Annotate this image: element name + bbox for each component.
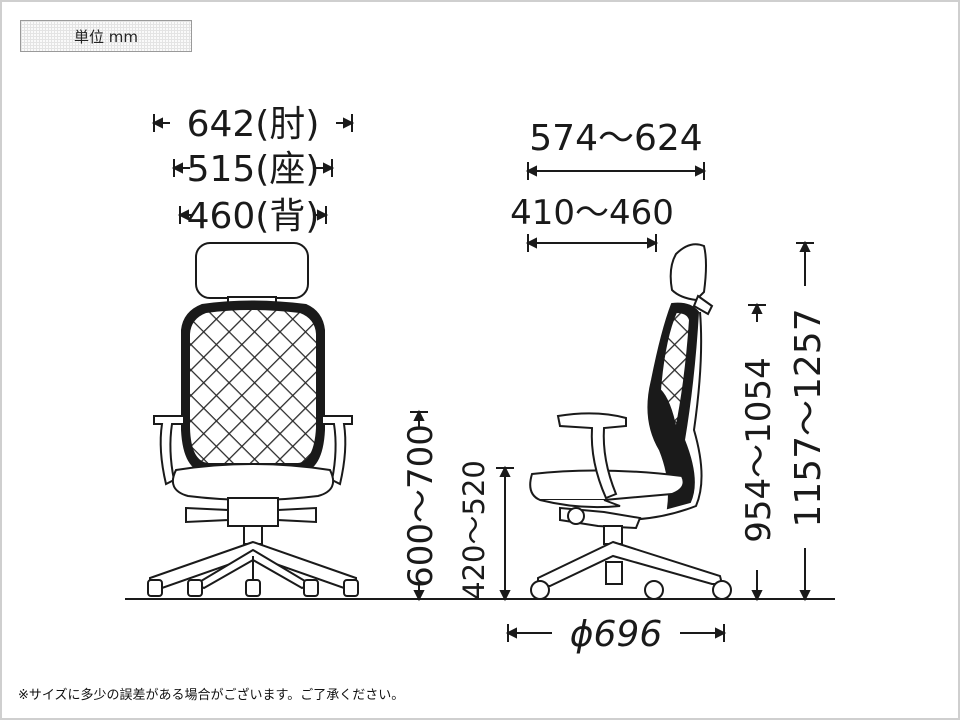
dim-seat-height: 600～700 (401, 424, 441, 588)
overall-height-dimension (796, 240, 814, 602)
front-headrest (195, 242, 309, 299)
dim-width-seat: 515(座) (187, 149, 320, 190)
base-diameter-dimension (505, 624, 727, 642)
front-view-chair (147, 242, 359, 597)
dim-back-height: 954～1054 (739, 357, 779, 542)
dim-depth-overall: 574～624 (529, 118, 702, 159)
seat-height-dimension (410, 409, 428, 602)
armrest-height-dimension (496, 465, 514, 602)
side-armrest (556, 412, 627, 500)
unit-label: 単位 mm (20, 20, 192, 52)
dim-width-back: 460(背) (187, 196, 320, 237)
back-height-dimension (748, 302, 766, 602)
disclaimer-note: ※サイズに多少の誤差がある場合がございます。ご了承ください。 (18, 688, 405, 703)
dim-depth-seat: 410～460 (510, 193, 674, 233)
side-view-chair (529, 243, 732, 600)
front-mesh-panel (188, 308, 318, 465)
dim-armrest-height: 420～520 (457, 460, 491, 600)
front-width-dimensions (151, 114, 355, 224)
side-base (537, 540, 724, 587)
dim-base-diameter: ϕ696 (570, 614, 662, 655)
front-seat (172, 463, 334, 501)
side-depth-dimensions (525, 162, 707, 252)
dim-overall-height: 1157～1257 (788, 308, 829, 527)
front-armrest-right (321, 415, 353, 486)
dim-width-armrest: 642(肘) (187, 104, 320, 145)
side-headrest (669, 243, 707, 302)
